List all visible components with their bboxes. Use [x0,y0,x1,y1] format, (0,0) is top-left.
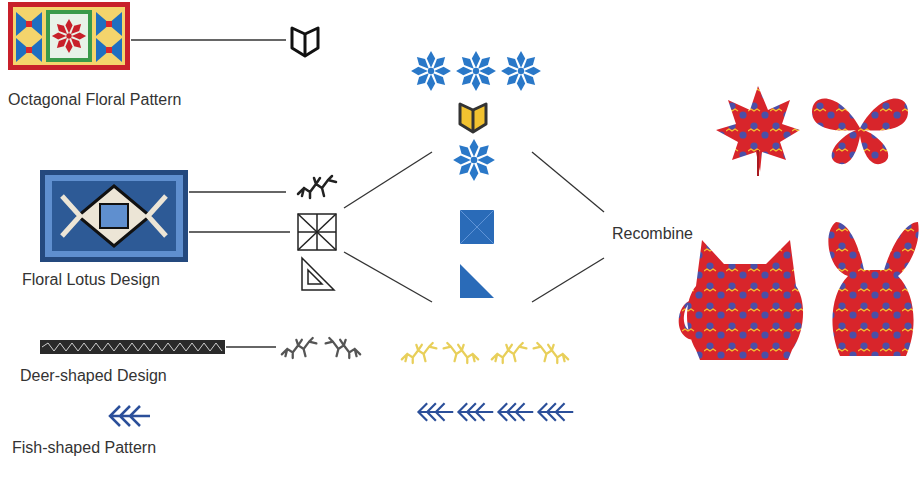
pattern-label: Octagonal Floral Pattern [8,90,181,110]
pattern-label: Deer-shaped Design [20,366,167,386]
pattern-label: Floral Lotus Design [22,270,160,290]
pattern-label: Fish-shaped Pattern [12,438,156,458]
action-label: Recombine [612,224,693,244]
